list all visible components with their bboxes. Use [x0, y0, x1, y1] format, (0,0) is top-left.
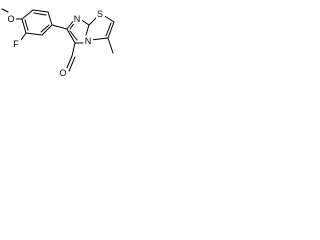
methoxy-oxygen-label: O	[7, 14, 14, 24]
bond-benz-inner-1	[33, 12, 47, 16]
bond-thz-3	[107, 21, 115, 39]
bond-methyl-thz	[107, 37, 114, 54]
fluorine-label: F	[13, 39, 19, 49]
bond-imid-3	[85, 24, 90, 36]
imidazole-ring	[66, 18, 90, 44]
bond-cho-o-inner	[68, 56, 76, 72]
bond-benz-2	[32, 9, 49, 13]
bond-cho-o	[65, 55, 73, 71]
bond-benz-6	[21, 18, 27, 34]
bridgehead-nitrogen-label: N	[85, 36, 92, 46]
benzene-ring	[21, 9, 53, 36]
bond-thz-3-inner	[105, 22, 112, 37]
aldehyde-oxygen-label: O	[59, 68, 66, 78]
bond-benz-inner-3	[24, 19, 29, 31]
bond-benz-imid	[51, 24, 68, 30]
bond-imid-5-inner	[69, 30, 78, 41]
bond-benz-inner-2	[40, 24, 50, 33]
bond-benz-5	[25, 32, 43, 36]
bond-imid-5	[66, 28, 76, 44]
chemical-structure: O F N S N O	[1, 8, 115, 78]
bond-methyl-o	[1, 8, 9, 13]
aldehyde-group	[65, 42, 76, 72]
bond-thz-4	[90, 37, 109, 41]
bond-c-cho	[71, 42, 76, 57]
imidazole-nitrogen-label: N	[74, 14, 81, 24]
bond-imid-1	[66, 19, 75, 30]
bond-benz-1	[21, 9, 34, 20]
bond-c-f	[20, 32, 27, 41]
bond-benz-3	[47, 11, 53, 26]
sulfur-label: S	[97, 9, 103, 19]
bond-benz-4	[41, 24, 53, 36]
